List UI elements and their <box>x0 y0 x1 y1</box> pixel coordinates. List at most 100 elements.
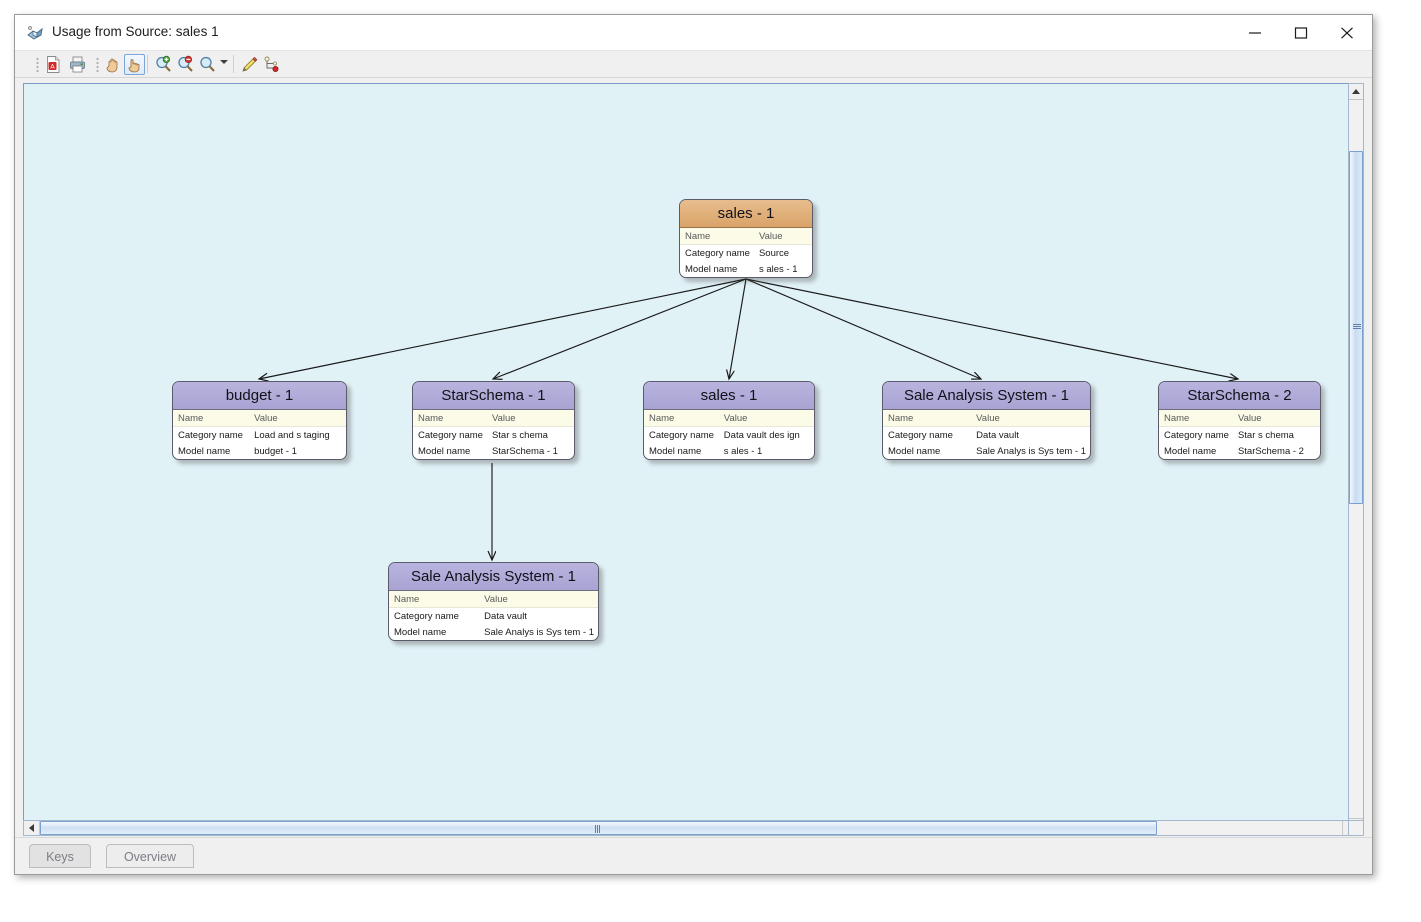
row-label-category: Category name <box>413 426 487 443</box>
row-value-category: Data vault <box>971 426 1090 443</box>
diagram-edge <box>259 278 747 379</box>
row-label-model: Model name <box>649 445 702 457</box>
column-header-value: Value <box>486 410 574 427</box>
toolbar-grip[interactable] <box>36 57 39 72</box>
node-title: budget - 1 <box>173 382 346 410</box>
diagram-edge <box>745 278 981 379</box>
column-header-name: Name <box>389 591 480 608</box>
row-label-category: Category name <box>389 607 480 624</box>
column-header-value: Value <box>249 410 346 427</box>
bottom-tab-strip: Keys Overview <box>15 837 1372 874</box>
row-value-category: Data vault des ign <box>718 426 814 443</box>
tab-keys[interactable]: Keys <box>29 844 91 868</box>
tree-node-icon <box>264 56 279 72</box>
pdf-document-icon: A <box>47 56 60 73</box>
toolbar: A <box>15 51 1372 78</box>
pointing-hand-icon <box>128 59 140 73</box>
title-bar: Usage from Source: sales 1 <box>15 15 1372 51</box>
column-header-name: Name <box>413 410 487 427</box>
maximize-button[interactable] <box>1279 15 1325 50</box>
row-value-category: Load and s taging <box>249 426 346 443</box>
vertical-scrollbar[interactable] <box>1348 83 1364 835</box>
column-header-value: Value <box>718 410 814 427</box>
window-title: Usage from Source: sales 1 <box>52 24 219 39</box>
scroll-thumb-grip-h <box>595 825 600 833</box>
magnifier-minus-icon <box>178 55 193 72</box>
row-value-model: s ales - 1 <box>723 445 763 457</box>
column-header-name: Name <box>883 410 972 427</box>
pan-tool-button[interactable] <box>103 54 124 75</box>
grab-tool-button[interactable] <box>124 54 145 75</box>
node-title: Sale Analysis System - 1 <box>883 382 1090 410</box>
column-header-value: Value <box>753 228 812 245</box>
close-button[interactable] <box>1325 15 1371 50</box>
horizontal-scroll-thumb[interactable] <box>40 821 1157 835</box>
scroll-left-button[interactable] <box>24 821 40 835</box>
vertical-scroll-thumb[interactable] <box>1349 151 1363 504</box>
application-window: Usage from Source: sales 1 A <box>14 14 1373 875</box>
column-header-value: Value <box>479 591 598 608</box>
row-label-model: Model name <box>178 445 231 457</box>
print-button[interactable] <box>67 54 88 75</box>
row-label-category: Category name <box>680 244 754 261</box>
magnifier-icon <box>200 56 215 72</box>
node-title: StarSchema - 2 <box>1159 382 1320 410</box>
chevron-down-icon[interactable] <box>220 60 228 64</box>
row-label-model: Model name <box>418 445 471 457</box>
row-value-category: Star s chema <box>1232 426 1320 443</box>
edit-button[interactable] <box>239 54 260 75</box>
tab-overview[interactable]: Overview <box>106 844 194 868</box>
node-title: sales - 1 <box>680 200 812 228</box>
diagram-edge <box>745 278 1238 379</box>
scroll-up-icon <box>1352 89 1360 94</box>
model-cube-icon <box>25 23 45 43</box>
svg-text:A: A <box>50 62 55 70</box>
row-value-model: Sale Analys is Sys tem - 1 <box>484 626 594 638</box>
tree-layout-button[interactable] <box>261 54 282 75</box>
scroll-up-button[interactable] <box>1349 84 1363 100</box>
zoom-out-button[interactable] <box>175 54 196 75</box>
export-pdf-button[interactable]: A <box>43 54 64 75</box>
row-label-model: Model name <box>1164 445 1217 457</box>
row-value-category: Source <box>753 244 812 261</box>
row-label-category: Category name <box>883 426 972 443</box>
row-label-category: Category name <box>644 426 719 443</box>
row-label-model: Model name <box>888 445 941 457</box>
row-value-model: Sale Analys is Sys tem - 1 <box>976 445 1086 457</box>
row-value-model: s ales - 1 <box>758 263 798 275</box>
diagram-edge <box>729 278 747 379</box>
column-header-name: Name <box>644 410 719 427</box>
diagram-edges <box>24 278 1358 834</box>
zoom-select-button[interactable] <box>197 54 218 75</box>
node-title: Sale Analysis System - 1 <box>389 563 598 591</box>
node-title: StarSchema - 1 <box>413 382 574 410</box>
maximize-icon <box>1294 27 1308 39</box>
column-header-value: Value <box>1232 410 1320 427</box>
row-label-category: Category name <box>1159 426 1233 443</box>
toolbar-grip-2[interactable] <box>96 57 99 72</box>
column-header-name: Name <box>1159 410 1233 427</box>
row-label-category: Category name <box>173 426 250 443</box>
zoom-in-button[interactable] <box>153 54 174 75</box>
close-icon <box>1341 27 1353 39</box>
row-value-category: Data vault <box>479 607 598 624</box>
minimize-icon <box>1249 32 1261 34</box>
horizontal-scrollbar[interactable] <box>23 820 1359 836</box>
diagram-edge <box>493 278 747 379</box>
pencil-icon <box>242 56 258 72</box>
node-title: sales - 1 <box>644 382 814 410</box>
minimize-button[interactable] <box>1233 15 1279 50</box>
